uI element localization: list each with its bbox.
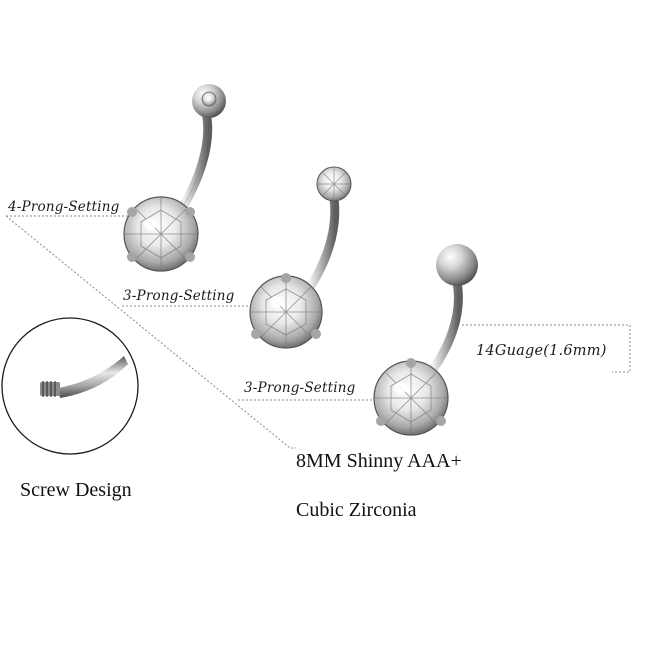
prong-setting-label-2: 3-Prong-Setting	[123, 288, 235, 304]
stone-description-line1: 8MM Shinny AAA+	[296, 450, 462, 472]
bottom-band	[0, 550, 655, 655]
cubic-zirconia-gem	[373, 358, 449, 436]
prong-setting-label-1: 4-Prong-Setting	[8, 199, 120, 215]
prong-setting-label-3: 3-Prong-Setting	[244, 380, 356, 396]
cubic-zirconia-gem	[123, 196, 199, 272]
leader-lines	[5, 215, 631, 449]
top-band	[0, 0, 655, 62]
stone-description-line2: Cubic Zirconia	[296, 499, 417, 521]
piercing-1	[123, 84, 226, 272]
top-ball	[436, 244, 478, 286]
screw-design-label: Screw Design	[20, 479, 132, 501]
screw-detail	[1, 317, 139, 455]
cubic-zirconia-gem	[249, 273, 323, 349]
screw-thread-icon	[40, 381, 60, 397]
piercing-2	[249, 166, 352, 349]
top-gem	[316, 166, 352, 202]
piercing-3	[373, 244, 478, 436]
gauge-label: 14Guage(1.6mm)	[476, 343, 607, 359]
